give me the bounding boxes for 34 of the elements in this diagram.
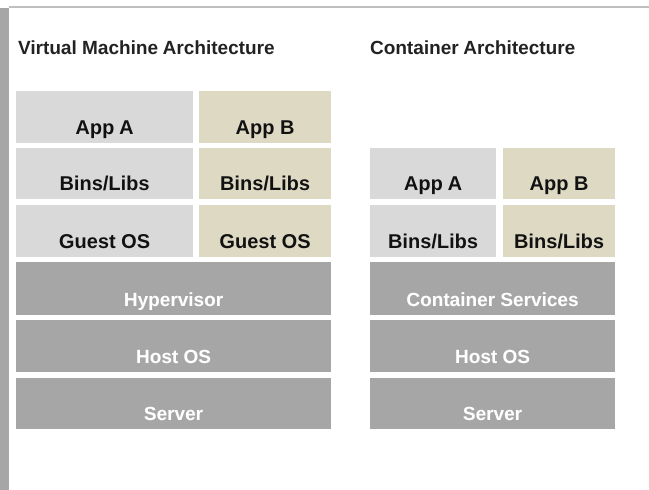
layer-box <box>370 205 496 257</box>
layer-label: App B <box>530 173 588 196</box>
layer-box <box>370 320 615 372</box>
layer-label: Bins/Libs <box>514 231 604 254</box>
layer-box <box>16 148 193 199</box>
layer-label: Host OS <box>455 347 530 369</box>
layer-box <box>503 148 615 199</box>
layer-box <box>199 148 331 199</box>
layer-label: App B <box>236 117 294 140</box>
layer-label: Container Services <box>406 290 579 312</box>
layer-label: Bins/Libs <box>59 173 150 196</box>
layer-box <box>16 91 193 143</box>
layer-label: Bins/Libs <box>220 173 310 196</box>
layer-label: Guest OS <box>58 231 150 254</box>
layer-label: App A <box>404 173 462 196</box>
layer-label: Host OS <box>136 347 211 369</box>
layer-box <box>503 205 615 257</box>
layer-box <box>199 205 331 257</box>
column-heading: Virtual Machine Architecture <box>18 38 275 60</box>
layer-label: Guest OS <box>219 231 311 254</box>
layer-box <box>16 262 331 315</box>
column-heading: Container Architecture <box>370 38 576 60</box>
layer-box <box>16 205 193 257</box>
layer-label: Hypervisor <box>124 290 224 312</box>
layer-box <box>16 320 331 372</box>
layer-box <box>16 378 331 429</box>
layer-label: Bins/Libs <box>388 231 478 254</box>
layer-label: Server <box>144 404 204 426</box>
layer-box <box>199 91 331 143</box>
layer-box <box>370 148 496 199</box>
layer-box <box>370 378 615 429</box>
layer-label: Server <box>462 404 522 426</box>
layer-box <box>370 262 615 315</box>
layer-label: App A <box>75 117 134 140</box>
